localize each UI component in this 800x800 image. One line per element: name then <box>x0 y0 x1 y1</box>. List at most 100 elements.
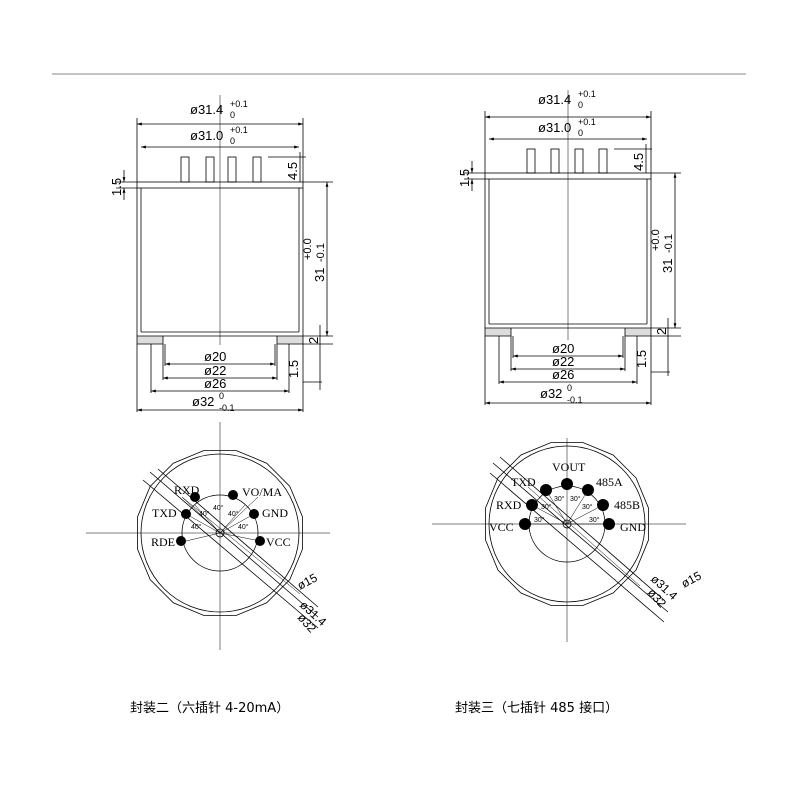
bottom-flange <box>136 335 164 345</box>
pin-label-485a: 485A <box>596 475 623 489</box>
pin-dot-rxd <box>190 492 200 502</box>
pin <box>252 156 262 183</box>
height-tolerance-upper: +0.0 <box>302 238 314 260</box>
pin <box>205 156 215 183</box>
circle-d31-4 <box>140 453 300 613</box>
angle-label: 30° <box>541 503 552 511</box>
inner-tolerance-lower: 0 <box>230 136 235 146</box>
angle-label: 40° <box>213 504 224 512</box>
d22-label: ø22 <box>552 354 574 369</box>
pin-dot-vcc <box>519 518 531 530</box>
pin-dot-vout <box>561 478 573 490</box>
outer-tolerance-lower: 0 <box>578 100 583 110</box>
d20-label: ø20 <box>204 349 226 364</box>
pin <box>574 148 584 174</box>
outer-polygon <box>137 450 303 616</box>
d26-label: ø26 <box>204 376 226 391</box>
base-height-label: 1.5 <box>634 350 649 368</box>
outer-diameter-label: ø31.4 <box>538 92 571 107</box>
pin-label-gnd: GND <box>262 506 288 520</box>
bottom-flange <box>484 327 512 337</box>
d15-label: ø15 <box>679 568 704 590</box>
center-hole <box>215 528 225 538</box>
outer-diameter-label: ø31.4 <box>190 102 223 117</box>
d32-label: ø32 <box>540 386 562 401</box>
outer-tolerance-upper: +0.1 <box>230 99 248 109</box>
pin-label-rxd: RXD <box>496 498 522 512</box>
inner-diameter-label: ø31.0 <box>538 120 571 135</box>
outer-polygon <box>485 442 649 606</box>
bottom-view-package-3 <box>432 438 686 642</box>
side-view-package-3 <box>464 90 681 405</box>
pin <box>227 156 237 183</box>
pin-label-txd: TXD <box>152 506 177 520</box>
bottom-view-package-2 <box>86 422 330 650</box>
d32-tolerance-lower: -0.1 <box>219 403 235 413</box>
pin <box>526 148 536 174</box>
circle-d15 <box>181 494 259 572</box>
pin-length-label: 4.5 <box>631 153 646 171</box>
caption-package-2: 封装二（六插针 4-20mA） <box>130 701 290 716</box>
d15-label: ø15 <box>295 570 320 592</box>
height-tolerance-upper: +0.0 <box>650 229 662 251</box>
pin-label-485b: 485B <box>614 498 640 512</box>
pin-dot-gnd <box>249 509 259 519</box>
height-label: 31 <box>312 268 327 282</box>
rim-thickness-label: 1.5 <box>109 178 124 196</box>
pin-dot-vo-ma <box>228 490 238 500</box>
pin-dot-rxd <box>526 499 538 511</box>
base-height-label: 1.5 <box>286 360 301 378</box>
pin <box>550 148 560 174</box>
pin <box>180 156 190 183</box>
circle-d31-4 <box>488 445 646 603</box>
housing-rim <box>136 181 304 189</box>
d32-tolerance-lower: -0.1 <box>567 395 583 405</box>
step-height-label: 2 <box>654 328 669 335</box>
outer-tolerance-lower: 0 <box>230 110 235 120</box>
angle-label: 40° <box>228 510 239 518</box>
angle-label: 30° <box>582 503 593 511</box>
pin <box>598 148 608 174</box>
d22-label: ø22 <box>204 363 226 378</box>
d32-tolerance-upper: 0 <box>567 383 572 393</box>
angle-label: 30° <box>570 495 581 503</box>
pin-label-vcc: VCC <box>266 535 291 549</box>
step-height-label: 2 <box>306 337 321 344</box>
angle-label: 30° <box>589 516 600 524</box>
pin-dots-package-3 <box>519 478 615 530</box>
angle-label: 40° <box>238 523 249 531</box>
pin-label-rde: RDE <box>151 535 175 549</box>
angle-label: 30° <box>554 495 565 503</box>
pin-dots-package-2 <box>176 490 265 546</box>
inner-diameter-label: ø31.0 <box>190 128 223 143</box>
d20-label: ø20 <box>552 341 574 356</box>
pin-label-rxd: RXD <box>174 483 200 497</box>
height-tolerance-lower: -0.1 <box>315 243 327 262</box>
pin-dot-rde <box>176 536 186 546</box>
pin-dot-txd <box>181 509 191 519</box>
pin-label-vout: VOUT <box>552 460 586 474</box>
d32-label: ø32 <box>192 394 214 409</box>
pin-label-vcc: VCC <box>489 520 514 534</box>
pin-length-label: 4.5 <box>285 162 300 180</box>
angle-label: 40° <box>191 523 202 531</box>
rim-thickness-label: 1.5 <box>457 169 472 187</box>
side-view-package-2 <box>116 95 333 412</box>
height-tolerance-lower: -0.1 <box>663 234 675 253</box>
outer-tolerance-upper: +0.1 <box>578 89 596 99</box>
height-label: 31 <box>660 259 675 273</box>
pin-dot-gnd <box>603 518 615 530</box>
d32-tolerance-upper: 0 <box>219 391 224 401</box>
pin-dot-485a <box>582 484 594 496</box>
pin-label-gnd: GND <box>620 520 646 534</box>
d26-label: ø26 <box>552 367 574 382</box>
pin-dot-txd <box>540 484 552 496</box>
pin-label-vo-ma: VO/MA <box>242 485 282 499</box>
pin-dot-vcc <box>255 536 265 546</box>
angle-label: 30° <box>534 516 545 524</box>
inner-tolerance-upper: +0.1 <box>578 117 596 127</box>
inner-tolerance-lower: 0 <box>578 128 583 138</box>
caption-package-3: 封装三（七插针 485 接口） <box>455 701 619 716</box>
inner-tolerance-upper: +0.1 <box>230 125 248 135</box>
